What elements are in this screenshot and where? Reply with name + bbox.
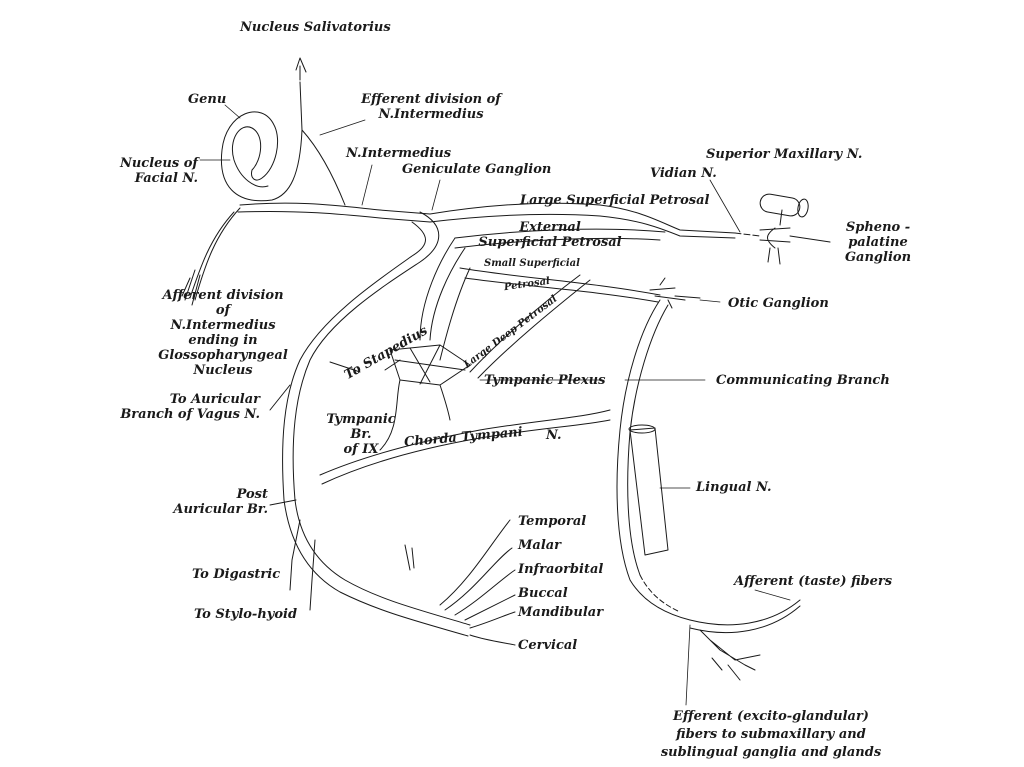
superior-maxillary-nerve-cylinder [759, 193, 801, 217]
label-external-superficial-petrosal: External Superficial Petrosal [478, 220, 622, 250]
label-vidian: Vidian N. [650, 166, 717, 181]
label-geniculate-ganglion: Geniculate Ganglion [402, 162, 552, 177]
label-genu: Genu [188, 92, 227, 107]
submaxillary-ganglion [699, 629, 761, 681]
to-stapedius-nerve [329, 361, 361, 373]
genu-loop [220, 81, 303, 202]
label-afferent-division: Afferent division of N.Intermedius endin… [158, 288, 288, 378]
label-temporal: Temporal [518, 514, 587, 529]
label-large-superficial-petrosal: Large Superficial Petrosal [520, 193, 710, 208]
label-nucleus-of-facial: Nucleus of Facial N. [119, 156, 198, 186]
label-nucleus-salivatorius: Nucleus Salivatorius [240, 20, 391, 35]
to-auricular-vagus [269, 384, 291, 411]
to-digastric-branch [289, 519, 301, 591]
label-chorda-n: N. [546, 428, 562, 443]
vidian-dashed [734, 232, 761, 237]
facial-trunk-inner [282, 221, 469, 637]
label-to-auricular: To Auricular Branch of Vagus N. [120, 392, 260, 422]
small-superficial-petrosal [459, 267, 661, 296]
large-superficial-petrosal [429, 202, 736, 234]
label-otic-ganglion: Otic Ganglion [728, 296, 829, 311]
facial-trunk-outer [292, 211, 471, 626]
label-afferent-taste: Afferent (taste) fibers [734, 574, 893, 589]
branch-mandibular [469, 611, 516, 629]
branch-infraorbital [454, 569, 516, 616]
label-small-superficial: Small Superficial [484, 258, 580, 269]
large-deep-petrosal [469, 274, 581, 373]
communicating-branch [616, 299, 691, 621]
submaxillary-branch [689, 599, 801, 626]
label-superior-maxillary: Superior Maxillary N. [706, 147, 863, 162]
label-mandibular: Mandibular [518, 605, 604, 620]
label-infraorbital: Infraorbital [518, 562, 604, 577]
nucleus-salivatorius-stem [295, 57, 307, 73]
label-spheno-palatine: Spheno - palatine Ganglion [844, 220, 912, 265]
branch-cervical [469, 634, 516, 646]
label-tympanic-plexus: Tympanic Plexus [484, 373, 606, 388]
label-tympanic-br: Tympanic Br. of IX [326, 412, 396, 457]
branch-malar [444, 547, 513, 611]
external-superficial-petrosal [454, 228, 666, 239]
label-to-digastric: To Digastric [192, 567, 281, 582]
branch-temporal [439, 519, 511, 606]
label-post-auricular: Post Auricular Br. [173, 487, 268, 517]
afferent-division-nerve [194, 207, 241, 301]
label-efferent-excito: Efferent (excito-glandular) fibers to su… [660, 709, 882, 760]
label-communicating-branch: Communicating Branch [716, 373, 890, 388]
label-buccal: Buccal [518, 586, 568, 601]
branch-buccal [464, 594, 516, 621]
to-stylo-hyoid-branch [309, 539, 316, 611]
n-intermedius [239, 202, 431, 215]
label-lingual: Lingual N. [696, 480, 772, 495]
chorda-tympani [319, 409, 611, 476]
tympanic-plexus [384, 344, 471, 386]
otic-ganglion [649, 277, 701, 309]
post-auricular-branch [269, 499, 297, 506]
label-to-stylo-hyoid: To Stylo-hyoid [194, 607, 298, 622]
label-n-intermedius: N.Intermedius [346, 146, 452, 161]
lingual-nerve [629, 427, 669, 556]
tympanic-br-ix [379, 379, 401, 451]
label-efferent-division: Efferent division of N.Intermedius [361, 92, 501, 122]
label-malar: Malar [518, 538, 562, 553]
label-cervical: Cervical [518, 638, 578, 653]
efferent-division-branch [301, 129, 346, 206]
spheno-palatine-ganglion [759, 209, 831, 265]
